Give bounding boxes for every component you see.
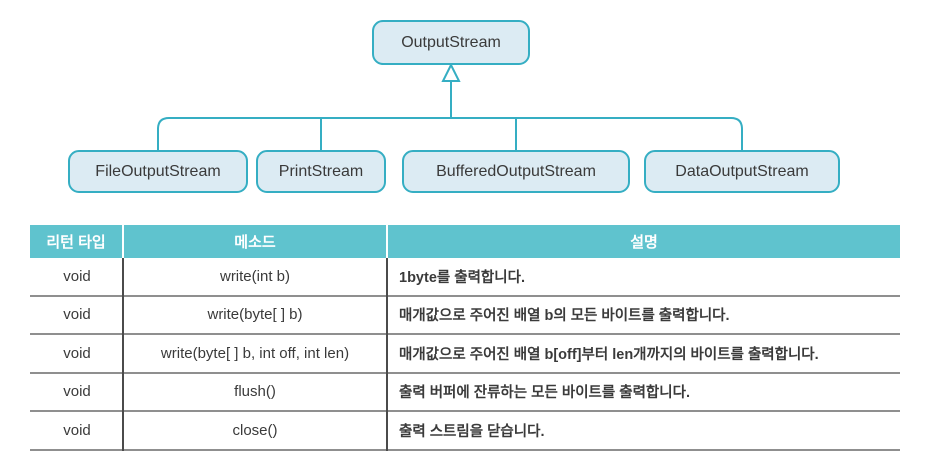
class-box-dataoutputstream: DataOutputStream — [644, 150, 840, 193]
cell-method: write(int b) — [219, 267, 290, 285]
class-hierarchy-diagram: OutputStream FileOutputStream PrintStrea… — [0, 0, 940, 210]
table-row: void close() 출력 스트림을 닫습니다. — [30, 412, 900, 451]
cell-description: 출력 스트림을 닫습니다. — [399, 423, 545, 440]
cell-description: 매개값으로 주어진 배열 b의 모든 바이트를 출력합니다. — [399, 308, 730, 325]
class-box-fileoutputstream: FileOutputStream — [68, 150, 248, 193]
inheritance-arrow-icon — [441, 62, 461, 82]
cell-return-type: void — [63, 267, 91, 285]
cell-description: 출력 버퍼에 잔류하는 모든 바이트를 출력합니다. — [399, 385, 690, 402]
table-row: void write(byte[ ] b, int off, int len) … — [30, 335, 900, 374]
header-return-type: 리턴 타입 — [30, 225, 122, 258]
method-table: 리턴 타입 메소드 설명 void write(int b) 1byte를 출력… — [30, 225, 900, 451]
cell-return-type: void — [63, 383, 91, 401]
table-header-row: 리턴 타입 메소드 설명 — [30, 225, 900, 258]
class-box-outputstream: OutputStream — [372, 20, 530, 65]
connector-lines — [157, 62, 743, 150]
cell-method: write(byte[ ] b, int off, int len) — [160, 344, 350, 362]
table-row: void write(byte[ ] b) 매개값으로 주어진 배열 b의 모든… — [30, 297, 900, 335]
column-divider — [386, 258, 388, 451]
cell-return-type: void — [63, 421, 91, 439]
cell-return-type: void — [63, 306, 91, 324]
table-body: void write(int b) 1byte를 출력합니다. void wri… — [30, 258, 900, 451]
cell-description: 1byte를 출력합니다. — [399, 269, 525, 286]
cell-method: close() — [232, 421, 278, 439]
column-divider — [122, 258, 124, 451]
table-row: void write(int b) 1byte를 출력합니다. — [30, 258, 900, 297]
cell-method: write(byte[ ] b) — [207, 306, 303, 324]
class-box-bufferedoutputstream: BufferedOutputStream — [402, 150, 630, 193]
cell-method: flush() — [234, 383, 276, 401]
cell-description: 매개값으로 주어진 배열 b[off]부터 len개까지의 바이트를 출력합니다… — [399, 346, 819, 363]
table-row: void flush() 출력 버퍼에 잔류하는 모든 바이트를 출력합니다. — [30, 374, 900, 412]
cell-return-type: void — [63, 344, 91, 362]
class-box-printstream: PrintStream — [256, 150, 386, 193]
header-description: 설명 — [388, 225, 900, 258]
header-method: 메소드 — [124, 225, 386, 258]
